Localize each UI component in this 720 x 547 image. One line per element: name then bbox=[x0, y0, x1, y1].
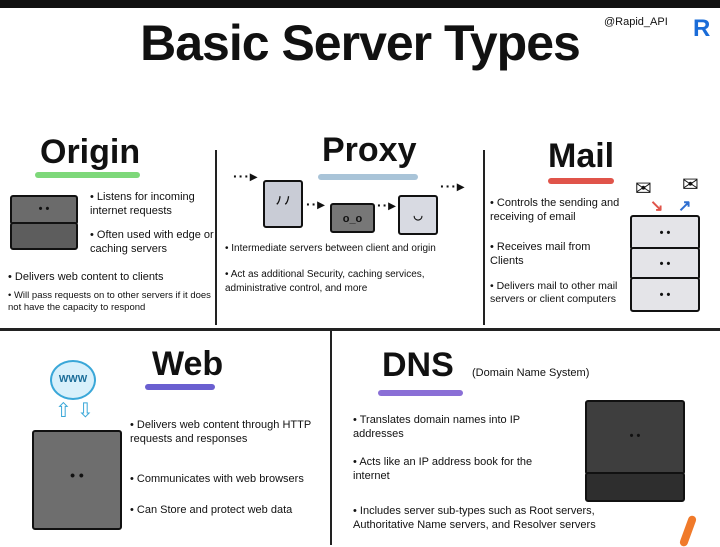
divider bbox=[330, 330, 332, 545]
bullet: • Intermediate servers between client an… bbox=[225, 243, 436, 254]
arrow-icon: ···▸ bbox=[440, 178, 466, 194]
page-title: Basic Server Types bbox=[140, 15, 581, 71]
download-arrow-icon: ⇩ bbox=[77, 400, 94, 422]
arrow-icon: ··▸ bbox=[377, 197, 397, 213]
web-heading: Web bbox=[152, 345, 224, 383]
bullet: • Acts like an IP address book for the i… bbox=[353, 456, 533, 482]
proxy-server-icon: o_o bbox=[330, 203, 375, 233]
globe-icon: WWW bbox=[50, 360, 96, 400]
dns-server-icon: • • bbox=[585, 400, 685, 475]
bullet: • Act as additional Security, caching se… bbox=[225, 269, 425, 294]
bullet: • Delivers mail to other mail servers or… bbox=[490, 280, 618, 305]
bullet: • Receives mail from Clients bbox=[490, 241, 591, 267]
dns-server-icon bbox=[585, 472, 685, 502]
mail-heading: Mail bbox=[548, 137, 615, 175]
divider bbox=[215, 150, 217, 325]
bullet: • Listens for incoming internet requests bbox=[90, 191, 195, 217]
bullet: • Delivers web content through HTTP requ… bbox=[130, 419, 311, 445]
bullet: • Will pass requests on to other servers… bbox=[8, 290, 211, 313]
envelope-icon: ✉ bbox=[682, 174, 699, 196]
brand-logo-icon: R bbox=[693, 15, 711, 42]
incoming-arrow-icon: ↘ bbox=[650, 198, 664, 215]
bullet: • Translates domain names into IP addres… bbox=[353, 414, 520, 440]
mail-server-icon: • • bbox=[630, 215, 700, 250]
outgoing-arrow-icon: ↗ bbox=[678, 198, 692, 215]
web-server-icon: • • bbox=[32, 430, 122, 530]
brand-handle: @Rapid_API bbox=[604, 16, 668, 28]
decorative-stroke bbox=[678, 514, 698, 547]
bullet: • Communicates with web browsers bbox=[130, 473, 304, 485]
envelope-icon: ✉ bbox=[635, 178, 652, 200]
arrow-icon: ···▸ bbox=[233, 168, 259, 184]
dns-subtitle: (Domain Name System) bbox=[472, 367, 590, 379]
server-icon bbox=[10, 222, 78, 250]
origin-heading: Origin bbox=[40, 133, 141, 171]
top-border bbox=[0, 0, 720, 8]
server-icon: • • bbox=[10, 195, 78, 225]
client-icon: ﾉ ﾉ bbox=[263, 180, 303, 228]
heading-underline bbox=[318, 174, 418, 180]
bullet: • Controls the sending and receiving of … bbox=[490, 197, 620, 223]
arrow-icon: ··▸ bbox=[306, 196, 326, 212]
bullet: • Includes server sub-types such as Root… bbox=[353, 505, 596, 531]
heading-underline bbox=[378, 390, 463, 396]
dns-heading: DNS bbox=[382, 346, 454, 384]
bullet: • Delivers web content to clients bbox=[8, 271, 164, 283]
mail-server-icon: • • bbox=[630, 247, 700, 280]
heading-underline bbox=[548, 178, 614, 184]
divider bbox=[483, 150, 485, 325]
heading-underline bbox=[35, 172, 140, 178]
proxy-heading: Proxy bbox=[322, 131, 417, 169]
bullet: • Often used with edge or caching server… bbox=[90, 229, 214, 255]
bullet: • Can Store and protect web data bbox=[130, 504, 293, 516]
heading-underline bbox=[145, 384, 215, 390]
divider bbox=[0, 328, 720, 331]
mail-server-icon: • • bbox=[630, 277, 700, 312]
upload-arrow-icon: ⇧ bbox=[55, 400, 72, 422]
origin-server-icon: ◡ bbox=[398, 195, 438, 235]
